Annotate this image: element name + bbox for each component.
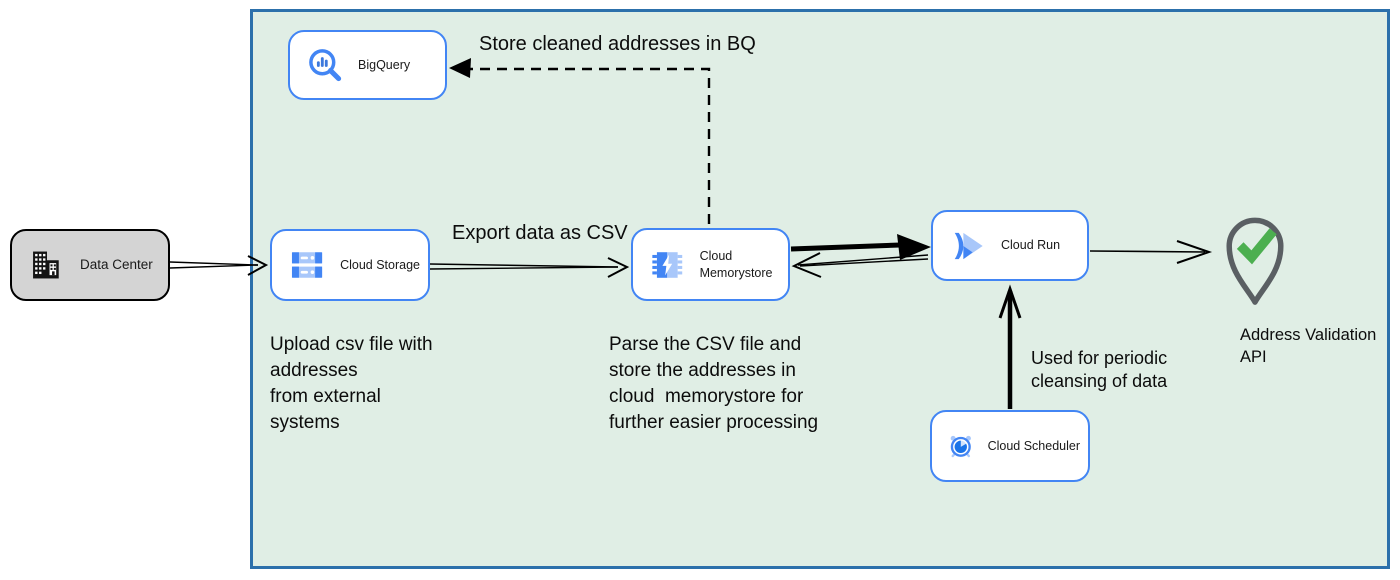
location-pin-check-icon — [1226, 217, 1284, 305]
node-cloud-scheduler-label: Cloud Scheduler — [987, 438, 1080, 453]
node-cloud-run-label: Cloud Run — [1001, 238, 1061, 253]
node-cloud-memorystore[interactable]: Cloud Memorystore — [631, 228, 790, 301]
node-cloud-storage[interactable]: Cloud Storage — [270, 229, 430, 301]
annotation-upload-csv: Upload csv file with addresses from exte… — [270, 334, 433, 433]
annotation-parse-csv: Parse the CSV file and store the address… — [609, 334, 819, 433]
building-icon — [33, 251, 59, 279]
node-cloud-storage-label: Cloud Storage — [340, 257, 420, 272]
node-address-validation-api-label: Address Validation API — [1240, 326, 1377, 366]
node-data-center-label: Data Center — [80, 257, 153, 273]
node-bigquery[interactable]: BigQuery — [288, 30, 447, 100]
storage-buckets-icon — [291, 252, 323, 278]
node-address-validation-api[interactable]: Address Validation API — [1222, 211, 1392, 366]
run-chevrons-icon — [954, 232, 983, 259]
node-bigquery-label: BigQuery — [358, 57, 411, 72]
bigquery-icon — [309, 49, 342, 82]
node-cloud-memorystore-label: Cloud Memorystore — [699, 249, 773, 280]
edge-label-store-bq: Store cleaned addresses in BQ — [479, 33, 756, 55]
alarm-clock-icon — [950, 435, 971, 458]
node-cloud-run[interactable]: Cloud Run — [931, 210, 1089, 281]
edge-label-export-csv: Export data as CSV — [452, 222, 628, 244]
edge-label-periodic-cleansing: Used for periodic cleansing of data — [1031, 348, 1168, 391]
node-data-center[interactable]: Data Center — [10, 229, 170, 301]
node-cloud-scheduler[interactable]: Cloud Scheduler — [930, 410, 1090, 482]
gcp-boundary-box — [250, 9, 1390, 569]
memory-chip-bolt-icon — [652, 251, 683, 278]
